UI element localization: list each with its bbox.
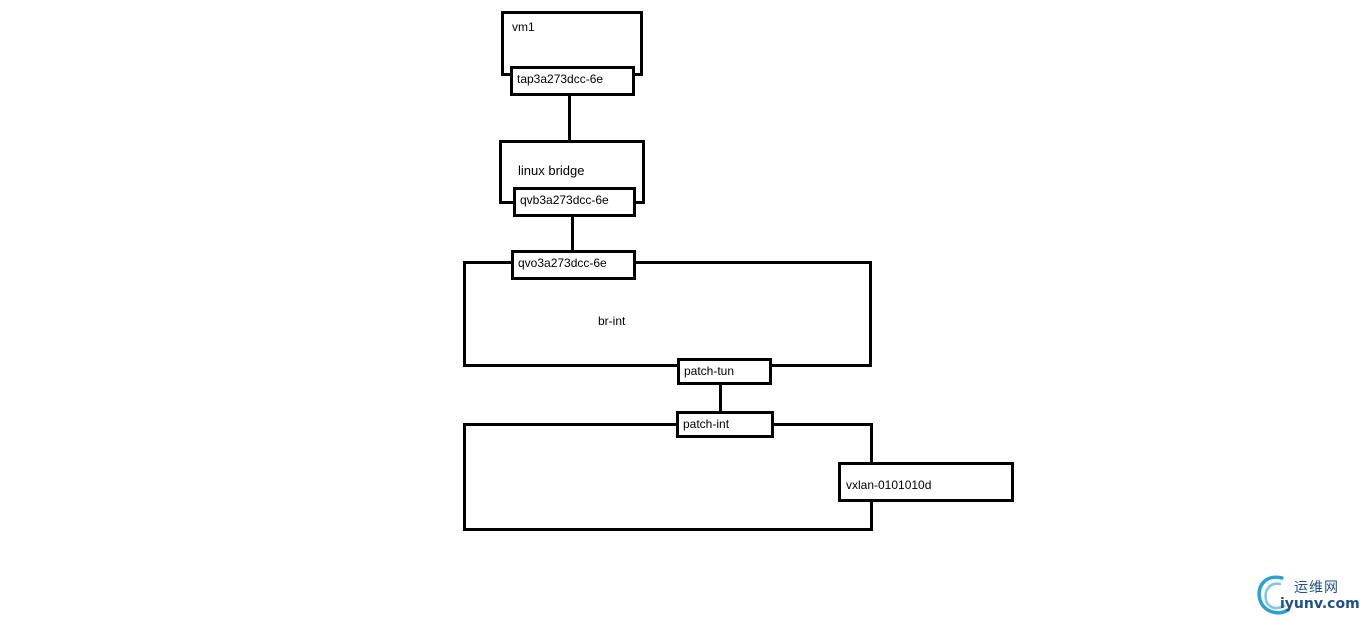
vxlan-port: vxlan-0101010d [838,462,1014,502]
tap-port: tap3a273dcc-6e [510,66,635,96]
qvo-port: qvo3a273dcc-6e [511,250,636,280]
br-tun-box [463,423,873,531]
link-tap-to-qvb [568,95,571,142]
link-qvb-to-qvo [571,216,574,252]
vm1-label: vm1 [512,20,535,34]
watermark-cn-text: 运维网 [1294,580,1339,596]
watermark-en-text: iyunv.com [1280,596,1360,612]
patch-int-port: patch-int [676,411,774,438]
linux-bridge-label: linux bridge [518,163,585,178]
patch-tun-port: patch-tun [677,358,772,385]
link-patch-tun-to-patch-int [719,384,722,412]
br-int-label: br-int [598,314,626,328]
swirl-icon [1257,575,1290,615]
qvb-port: qvb3a273dcc-6e [513,187,636,217]
site-watermark: 运维网 iyunv.com [1254,572,1360,618]
